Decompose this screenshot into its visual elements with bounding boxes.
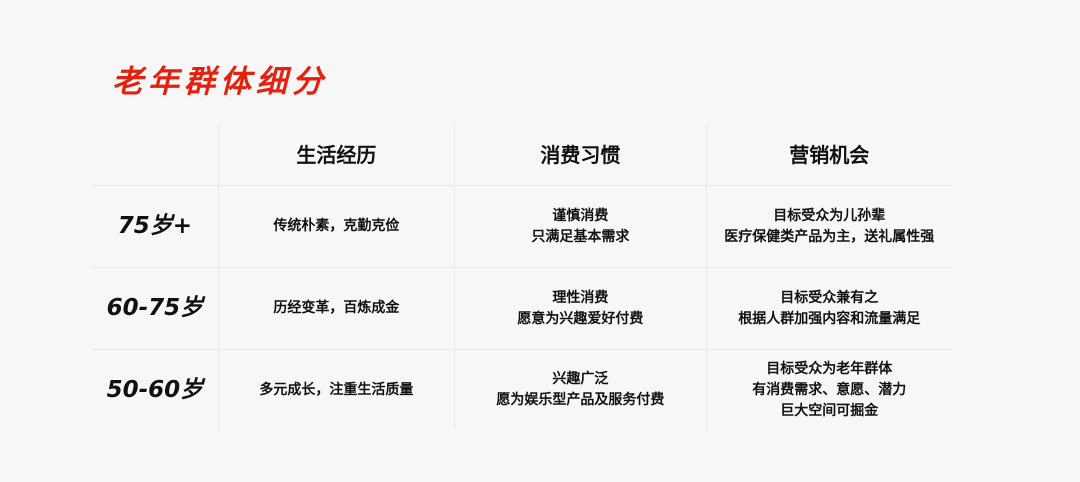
- page-title: 老年群体细分: [112, 64, 328, 100]
- cell-line: 有消费需求、意愿、潜力: [752, 381, 907, 398]
- experience-cell: 多元成长，注重生活质量: [217, 350, 454, 430]
- cell-line: 根据人群加强内容和流量满足: [738, 310, 921, 327]
- cell-line: 理性消费: [552, 289, 609, 306]
- cell-line: 传统朴素，克勤克俭: [273, 218, 400, 234]
- cell-line: 历经变革，百炼成金: [273, 300, 400, 316]
- segment-table: 生活经历 消费习惯 营销机会 75岁+ 传统朴素，克勤克俭 谨慎消费只满足基本需…: [92, 125, 952, 430]
- marketing-cell: 目标受众为老年群体有消费需求、意愿、潜力巨大空间可掘金: [705, 350, 952, 430]
- table-row: 75岁+ 传统朴素，克勤克俭 谨慎消费只满足基本需求 目标受众为儿孙辈医疗保健类…: [92, 186, 952, 268]
- table-header: 生活经历 消费习惯 营销机会: [92, 125, 952, 186]
- experience-cell: 传统朴素，克勤克俭: [217, 186, 454, 267]
- cell-line: 目标受众为儿孙辈: [773, 207, 886, 224]
- header-marketing: 营销机会: [705, 125, 952, 185]
- cell-line: 目标受众兼有之: [780, 289, 879, 306]
- header-empty: [92, 125, 218, 185]
- marketing-cell: 目标受众兼有之根据人群加强内容和流量满足: [705, 268, 952, 349]
- cell-line: 愿为娱乐型产品及服务付费: [496, 392, 665, 408]
- cell-line: 多元成长，注重生活质量: [259, 381, 414, 398]
- consumption-cell: 理性消费愿意为兴趣爱好付费: [454, 268, 705, 349]
- cell-line: 目标受众为老年群体: [766, 360, 893, 377]
- cell-line: 愿意为兴趣爱好付费: [517, 310, 644, 327]
- cell-line: 只满足基本需求: [531, 228, 630, 245]
- cell-line: 医疗保健类产品为主，送礼属性强: [724, 228, 935, 245]
- experience-cell: 历经变革，百炼成金: [217, 268, 454, 349]
- table-row: 50-60岁 多元成长，注重生活质量 兴趣广泛愿为娱乐型产品及服务付费 目标受众…: [92, 350, 952, 430]
- header-experience: 生活经历: [217, 125, 454, 185]
- consumption-cell: 兴趣广泛愿为娱乐型产品及服务付费: [454, 350, 705, 430]
- group-label: 75岁+: [117, 213, 192, 239]
- marketing-cell: 目标受众为儿孙辈医疗保健类产品为主，送礼属性强: [705, 186, 952, 267]
- cell-line: 谨慎消费: [552, 207, 609, 224]
- table-row: 60-75岁 历经变革，百炼成金 理性消费愿意为兴趣爱好付费 目标受众兼有之根据…: [92, 268, 952, 350]
- group-label: 50-60岁: [106, 376, 204, 403]
- cell-line: 兴趣广泛: [552, 371, 609, 387]
- header-consumption: 消费习惯: [454, 125, 705, 185]
- group-label: 60-75岁: [106, 295, 204, 321]
- consumption-cell: 谨慎消费只满足基本需求: [454, 186, 705, 267]
- cell-line: 巨大空间可掘金: [780, 402, 879, 419]
